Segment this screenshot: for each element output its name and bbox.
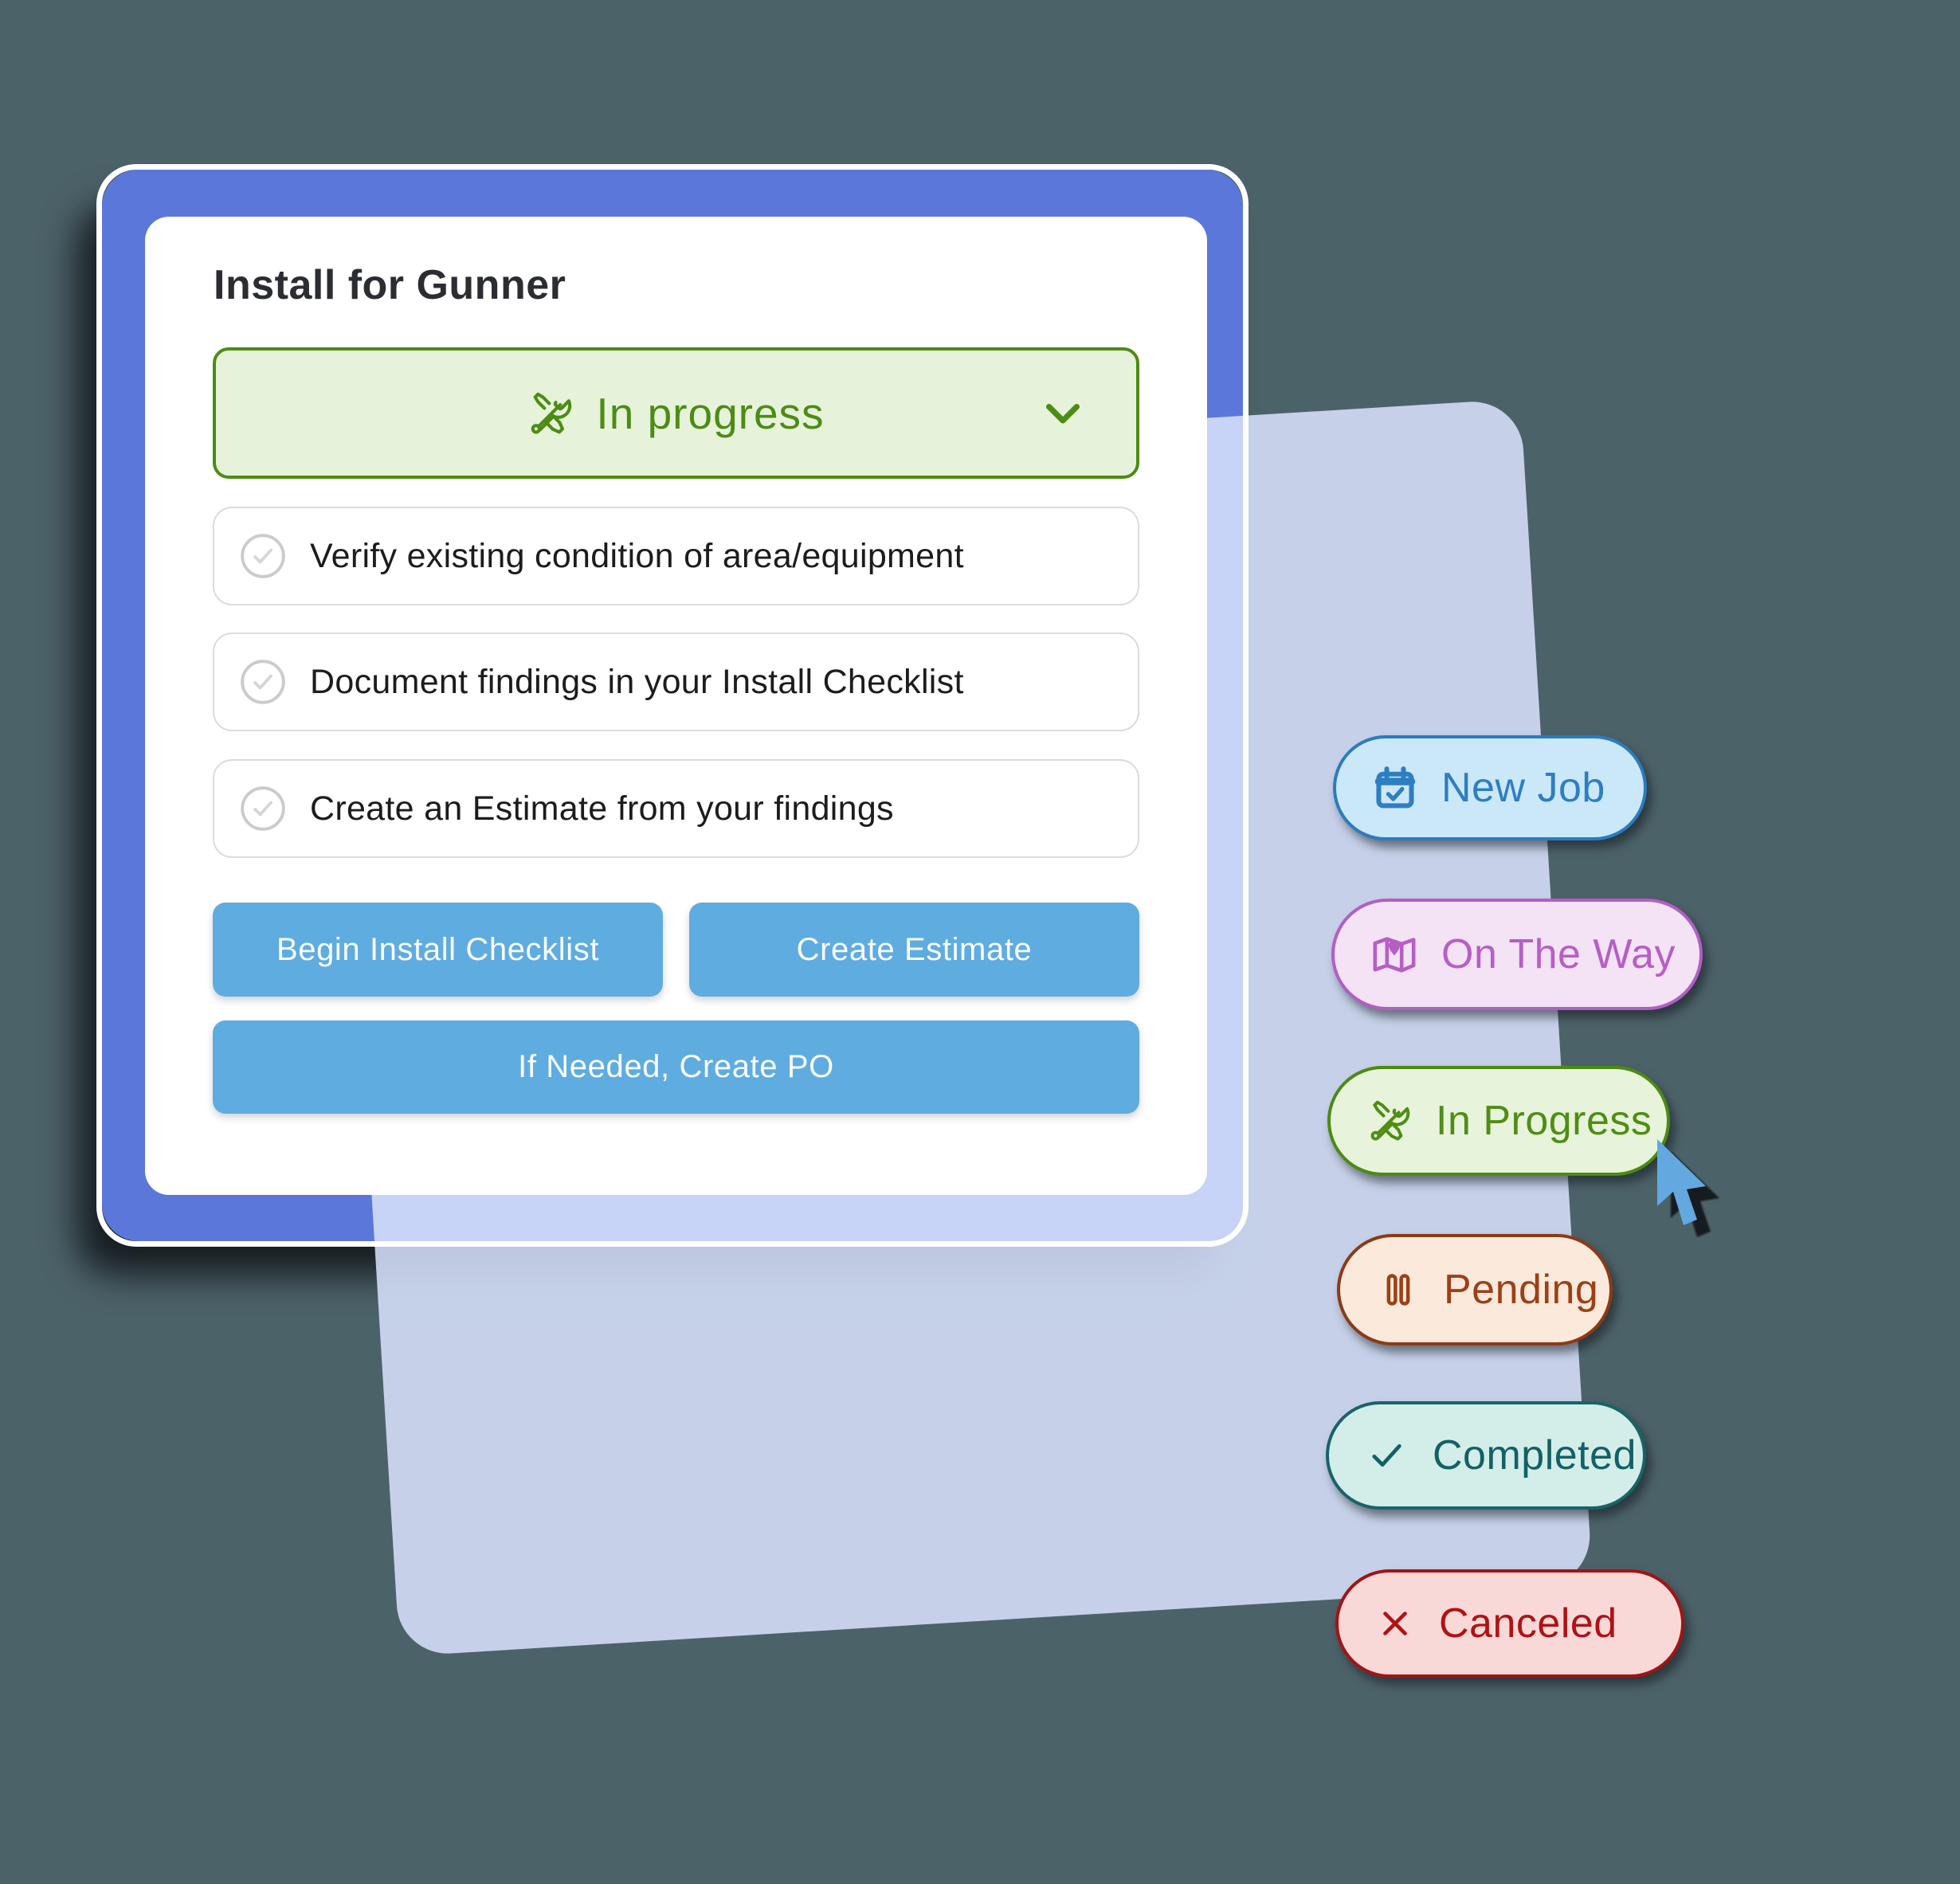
checklist-item-label: Document findings in your Install Checkl… [310, 662, 964, 701]
status-pill-pending[interactable]: Pending [1337, 1234, 1613, 1345]
card-title: Install for Gunner [214, 262, 566, 308]
status-pill-label: Completed [1433, 1432, 1637, 1479]
begin-install-checklist-button[interactable]: Begin Install Checklist [213, 903, 663, 997]
tools-icon [527, 390, 574, 437]
status-pill-in-progress[interactable]: In Progress [1327, 1066, 1670, 1176]
status-pill-label: Canceled [1439, 1600, 1617, 1647]
cursor-pointer-icon [1635, 1122, 1739, 1277]
status-pill-new-job[interactable]: New Job [1333, 735, 1647, 840]
job-card: Install for Gunner In progress [145, 217, 1207, 1195]
checklist-item-label: Create an Estimate from your findings [310, 789, 894, 828]
status-pill-canceled[interactable]: Canceled [1335, 1569, 1684, 1678]
status-pill-label: Pending [1444, 1267, 1599, 1313]
tools-icon [1367, 1099, 1412, 1143]
status-dropdown-label: In progress [596, 388, 825, 438]
status-pill-on-the-way[interactable]: On The Way [1331, 899, 1703, 1010]
status-dropdown[interactable]: In progress [213, 347, 1139, 479]
checklist-item-label: Verify existing condition of area/equipm… [310, 536, 964, 575]
status-pill-label: On The Way [1441, 931, 1676, 977]
checklist-item[interactable]: Document findings in your Install Checkl… [213, 633, 1139, 731]
circle-check-icon [238, 657, 288, 707]
create-po-button[interactable]: If Needed, Create PO [213, 1020, 1139, 1114]
create-estimate-button[interactable]: Create Estimate [689, 903, 1139, 997]
circle-check-icon [238, 784, 288, 833]
x-icon [1375, 1604, 1415, 1643]
check-icon [1366, 1434, 1409, 1477]
status-pill-label: In Progress [1436, 1098, 1652, 1144]
checklist-item[interactable]: Verify existing condition of area/equipm… [213, 507, 1139, 605]
calendar-check-icon [1373, 765, 1417, 811]
pause-icon [1377, 1268, 1420, 1311]
circle-check-icon [238, 531, 288, 581]
status-pill-label: New Job [1441, 765, 1605, 811]
map-pin-icon [1371, 931, 1417, 977]
status-pill-completed[interactable]: Completed [1326, 1401, 1646, 1510]
chevron-down-icon [1034, 385, 1092, 442]
checklist-item[interactable]: Create an Estimate from your findings [213, 759, 1139, 858]
